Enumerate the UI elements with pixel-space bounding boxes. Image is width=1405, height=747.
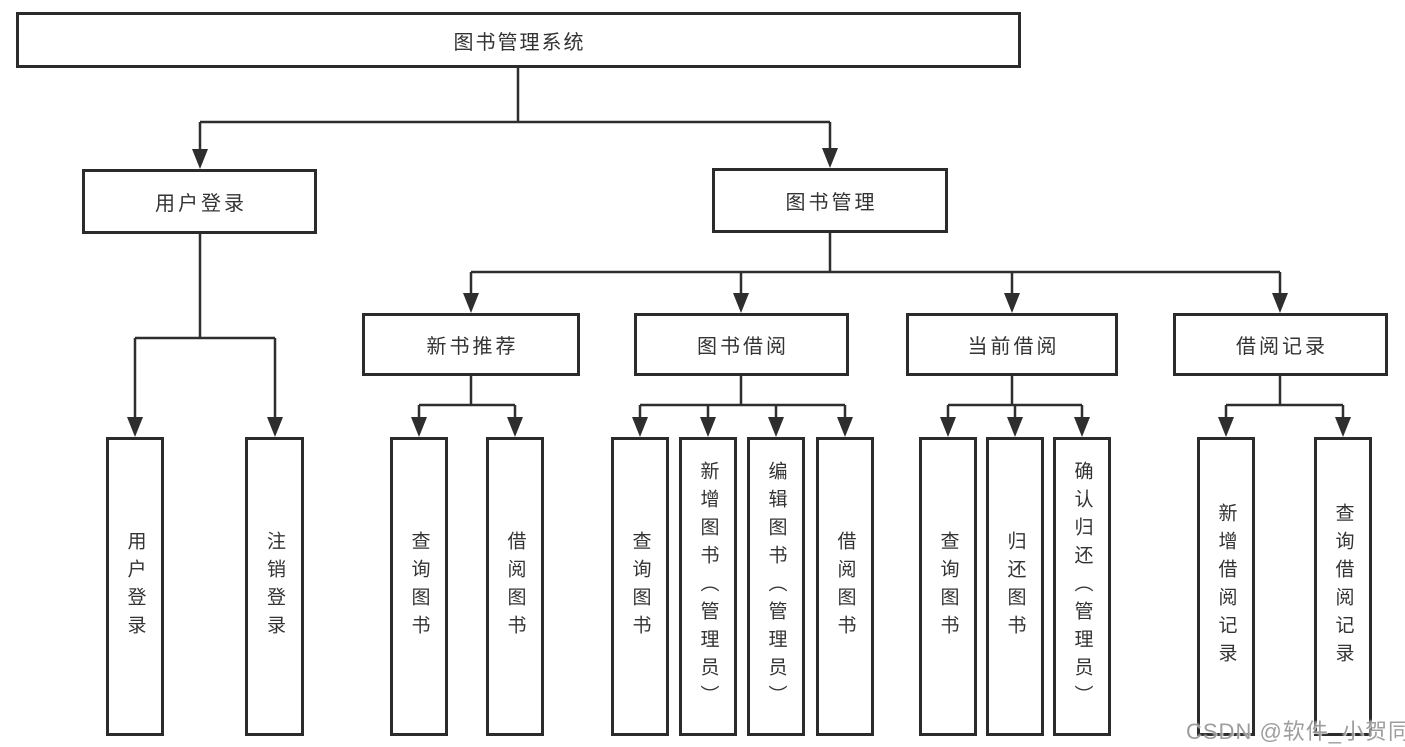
csdn-watermark: CSDN @软件_小贺同学 — [1186, 719, 1405, 744]
edge-userlogin-subtree — [133, 234, 277, 419]
node-book-borrowing: 图书借阅 — [634, 313, 849, 376]
edge-newbook-subtree — [417, 376, 517, 419]
arrowhead — [822, 148, 838, 168]
arrowhead — [267, 417, 283, 437]
leaf-query-borrow-record: 查询借阅记录 — [1314, 437, 1372, 736]
leaf-logout: 注销登录 — [245, 437, 304, 736]
leaf-return-book: 归还图书 — [986, 437, 1044, 736]
arrowhead — [733, 293, 749, 313]
node-library-management-system: 图书管理系统 — [16, 12, 1021, 68]
node-current-borrowing: 当前借阅 — [906, 313, 1118, 376]
node-borrowing-records: 借阅记录 — [1173, 313, 1388, 376]
leaf-current-query-book: 查询图书 — [919, 437, 977, 736]
arrowhead — [507, 417, 523, 437]
leaf-newbook-query-book: 查询图书 — [390, 437, 448, 736]
edge-bookmgmt-trunk — [469, 233, 1282, 296]
arrowhead — [632, 417, 648, 437]
leaf-newbook-borrow-book: 借阅图书 — [486, 437, 544, 736]
arrowhead — [1272, 293, 1288, 313]
node-new-book-recommendation: 新书推荐 — [362, 313, 580, 376]
arrowhead — [1335, 417, 1351, 437]
arrowhead — [1074, 417, 1090, 437]
arrowhead — [700, 417, 716, 437]
leaf-add-book-admin: 新增图书（管理员） — [679, 437, 737, 736]
arrowhead — [837, 417, 853, 437]
edge-bookborrow-subtree — [638, 376, 847, 419]
leaf-borrow-borrow-book: 借阅图书 — [816, 437, 874, 736]
leaf-confirm-return-admin: 确认归还（管理员） — [1053, 437, 1111, 736]
arrowhead — [940, 417, 956, 437]
node-user-login: 用户登录 — [82, 169, 317, 234]
leaf-add-borrow-record: 新增借阅记录 — [1197, 437, 1255, 736]
edge-borrowrecords-subtree — [1224, 376, 1345, 419]
arrowhead — [1007, 417, 1023, 437]
leaf-user-login: 用户登录 — [106, 437, 164, 736]
arrowhead — [1218, 417, 1234, 437]
arrowhead — [127, 417, 143, 437]
node-book-management: 图书管理 — [712, 168, 948, 233]
leaf-borrow-query-book: 查询图书 — [611, 437, 669, 736]
arrowhead — [768, 417, 784, 437]
arrowhead — [411, 417, 427, 437]
edge-currentborrow-subtree — [946, 376, 1084, 419]
leaf-edit-book-admin: 编辑图书（管理员） — [747, 437, 805, 736]
arrowhead — [463, 293, 479, 313]
arrowhead — [192, 149, 208, 169]
arrowhead — [1004, 293, 1020, 313]
edge-root-trunk — [198, 68, 832, 151]
